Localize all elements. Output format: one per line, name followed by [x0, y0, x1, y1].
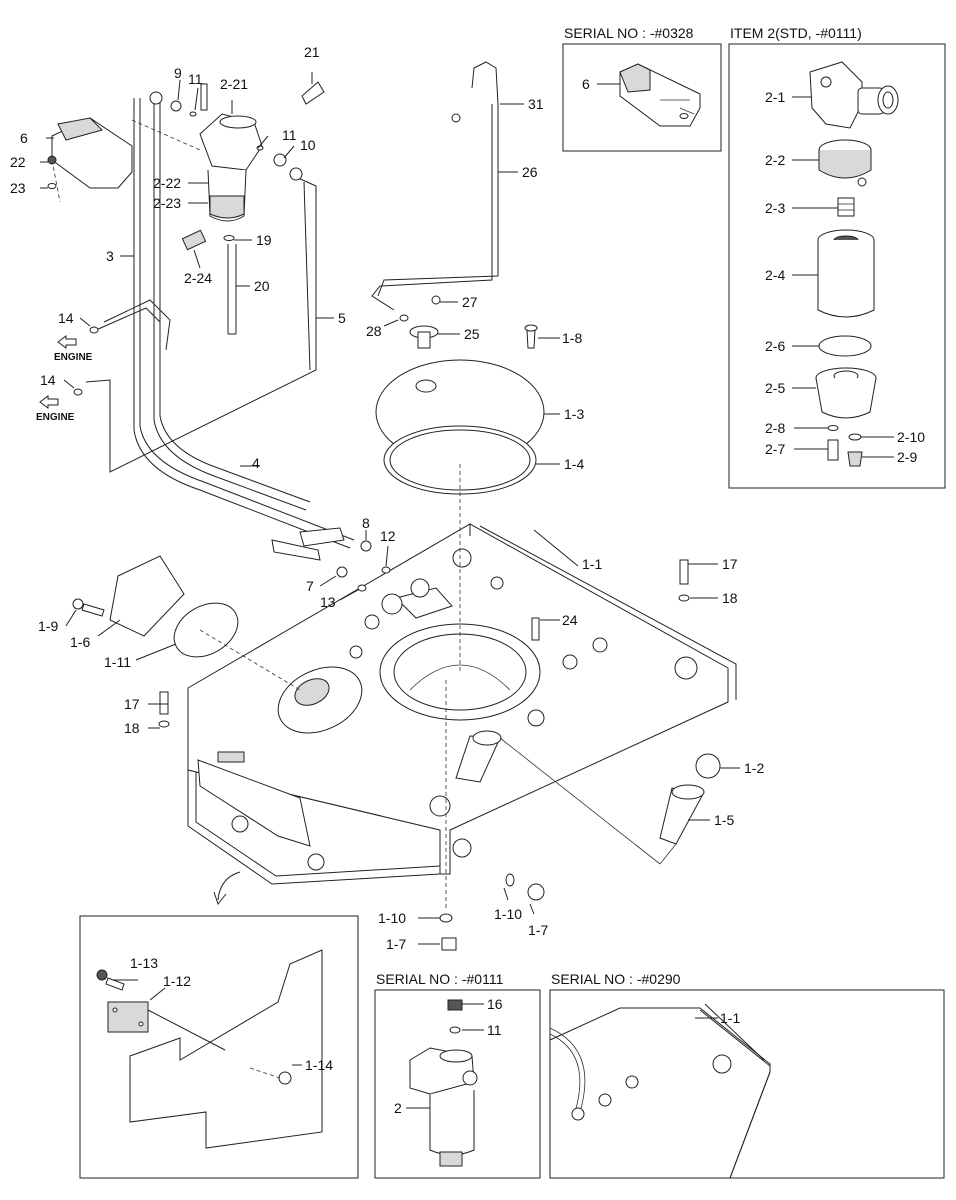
callout-1-7-b: 1-7	[528, 922, 548, 938]
callout-1-8: 1-8	[562, 330, 582, 346]
callout-1-12: 1-12	[163, 973, 191, 989]
inset-serial-0328: SERIAL NO : -#0328 6	[562, 25, 722, 152]
callout-11-inset: 11	[487, 1022, 502, 1038]
callout-5: 5	[338, 310, 346, 326]
callout-4: 4	[252, 455, 260, 471]
callout-14-b: 14	[40, 372, 56, 388]
callout-2-3: 2-3	[765, 200, 785, 216]
callout-26: 26	[522, 164, 538, 180]
inset-serial-0290: SERIAL NO : -#0290 1-1	[549, 971, 945, 1179]
callout-2-8: 2-8	[765, 420, 785, 436]
inset-item2: ITEM 2(STD, -#0111) 2-1 2-2 2-3 2-4 2-6	[728, 25, 946, 489]
inset-header-item2: ITEM 2(STD, -#0111)	[730, 25, 862, 41]
callout-24: 24	[562, 612, 578, 628]
callout-2-7: 2-7	[765, 441, 785, 457]
callout-2-5: 2-5	[765, 380, 785, 396]
callout-6-inset: 6	[582, 76, 590, 92]
callout-16: 16	[487, 996, 503, 1012]
callout-8: 8	[362, 515, 370, 531]
callout-25: 25	[464, 326, 480, 342]
inset-serial-0111: SERIAL NO : -#0111 16 11 2	[374, 971, 541, 1179]
small-parts	[72, 113, 721, 951]
engine-label-2: ENGINE	[36, 412, 75, 423]
callout-2-21: 2-21	[220, 76, 248, 92]
callout-21: 21	[304, 44, 320, 60]
callout-2-6: 2-6	[765, 338, 785, 354]
callout-1-2: 1-2	[744, 760, 764, 776]
callout-17-b: 17	[124, 696, 140, 712]
callout-31: 31	[528, 96, 544, 112]
callout-12: 12	[380, 528, 396, 544]
callout-2-1: 2-1	[765, 89, 785, 105]
callout-6: 6	[20, 130, 28, 146]
callout-1-3: 1-3	[564, 406, 584, 422]
callout-2-2: 2-2	[765, 152, 785, 168]
callout-1-10: 1-10	[378, 910, 406, 926]
callout-1-1-inset: 1-1	[720, 1010, 740, 1026]
inset-header-serial-0290: SERIAL NO : -#0290	[551, 971, 681, 987]
callout-1-14: 1-14	[305, 1057, 333, 1073]
callout-18: 18	[722, 590, 738, 606]
callout-28: 28	[366, 323, 382, 339]
callout-2-inset: 2	[394, 1100, 402, 1116]
callout-labels: 21 9 11 2-21 6 11 10 22 2-22 2-23 23 19 …	[10, 44, 764, 952]
callout-1-5: 1-5	[714, 812, 734, 828]
inset-header-serial-0328: SERIAL NO : -#0328	[564, 25, 694, 41]
callout-1-9: 1-9	[38, 618, 58, 634]
callout-2-22: 2-22	[153, 175, 181, 191]
fuel-lines	[85, 61, 499, 549]
engine-label-1: ENGINE	[54, 352, 93, 363]
callout-3: 3	[106, 248, 114, 264]
callout-18-b: 18	[124, 720, 140, 736]
callout-1-13: 1-13	[130, 955, 158, 971]
callout-7: 7	[306, 578, 314, 594]
callout-11-b: 11	[282, 127, 297, 143]
callout-20: 20	[254, 278, 270, 294]
fuel-filter-assembly	[149, 81, 325, 251]
callout-1-6: 1-6	[70, 634, 90, 650]
callout-2-9: 2-9	[897, 449, 917, 465]
callout-1-7: 1-7	[386, 936, 406, 952]
leader-lines	[40, 72, 740, 945]
bracket-6	[47, 117, 201, 203]
o-ring	[818, 335, 872, 357]
callout-19: 19	[256, 232, 272, 248]
callout-17: 17	[722, 556, 738, 572]
callout-27: 27	[462, 294, 478, 310]
engine-arrows: ENGINE ENGINE	[36, 335, 93, 423]
inset-bracket-detail: 1-13 1-12 1-14	[79, 915, 359, 1179]
callout-1-11: 1-11	[104, 654, 131, 670]
inset-header-serial-0111: SERIAL NO : -#0111	[376, 971, 504, 987]
callout-2-10: 2-10	[897, 429, 925, 445]
callout-9: 9	[174, 65, 182, 81]
engine-arrow-icon	[39, 395, 59, 409]
callout-2-23: 2-23	[153, 195, 181, 211]
callout-10: 10	[300, 137, 316, 153]
callout-1-1: 1-1	[582, 556, 602, 572]
callout-2-24: 2-24	[184, 270, 212, 286]
callout-22: 22	[10, 154, 26, 170]
callout-11: 11	[188, 71, 203, 87]
callout-23: 23	[10, 180, 26, 196]
tank-cover	[375, 359, 545, 495]
callout-14: 14	[58, 310, 74, 326]
callout-2-4: 2-4	[765, 267, 785, 283]
filter-head	[809, 61, 863, 129]
engine-arrow-icon	[57, 335, 77, 349]
callout-1-4: 1-4	[564, 456, 584, 472]
callout-13: 13	[320, 594, 336, 610]
callout-1-10-b: 1-10	[494, 906, 522, 922]
fuel-tank	[187, 523, 737, 885]
